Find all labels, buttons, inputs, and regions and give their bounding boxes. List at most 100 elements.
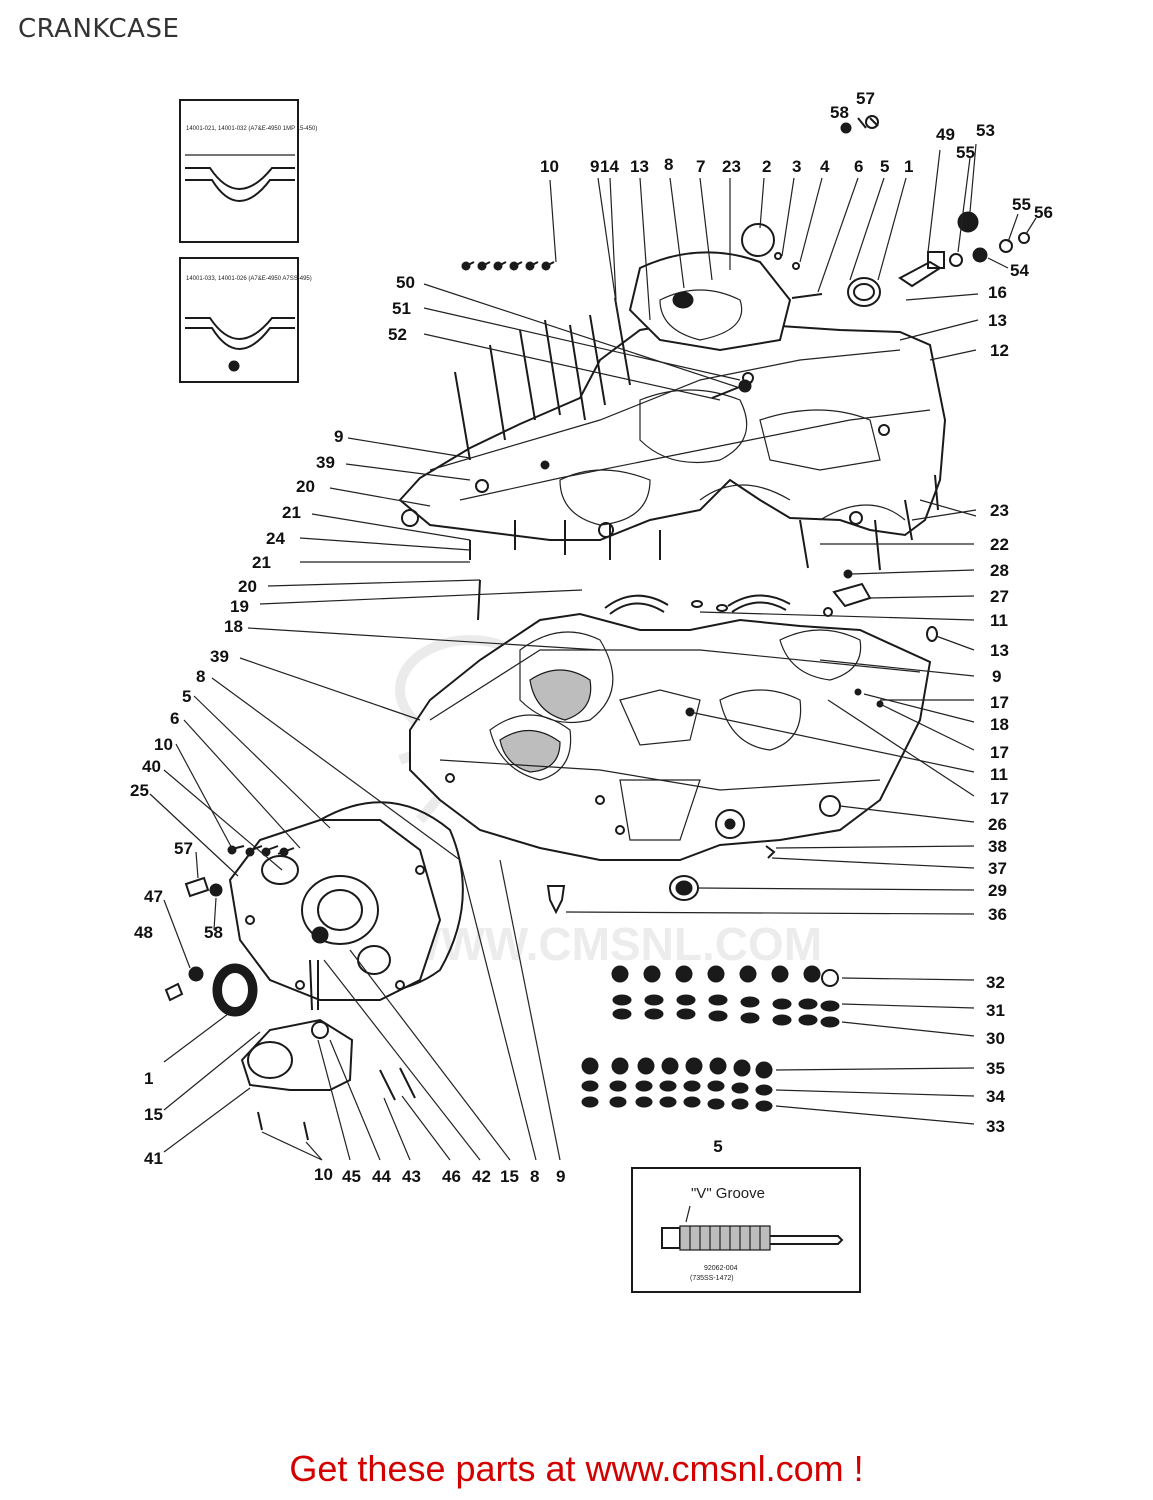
detail-part-number: 92062-004 [704, 1265, 738, 1272]
callout-5: 5 [182, 687, 191, 706]
callout-18: 18 [224, 617, 243, 636]
inset-bearing-b: 14001-033, 14001-026 (A7&E-4950 A7SS-495… [179, 257, 312, 383]
callout-40: 40 [142, 757, 161, 776]
nut-washer-arrays [581, 965, 840, 1112]
callout-10: 10 [314, 1165, 333, 1184]
detail-inset-title: 5 [713, 1137, 722, 1156]
callout-58: 58 [204, 923, 223, 942]
callout-34: 34 [986, 1087, 1005, 1106]
upper-crankcase [398, 251, 947, 621]
callout-52: 52 [388, 325, 407, 344]
callout-23: 23 [722, 157, 741, 176]
callout-11: 11 [990, 765, 1008, 784]
callout-18: 18 [990, 715, 1009, 734]
callout-21: 21 [252, 553, 271, 572]
callout-9: 9 [590, 157, 599, 176]
callout-21: 21 [282, 503, 301, 522]
callout-51: 51 [392, 299, 411, 318]
callout-6: 6 [170, 709, 179, 728]
callout-35: 35 [986, 1059, 1005, 1078]
callout-49: 49 [936, 125, 955, 144]
main-bearing-shells [604, 594, 791, 615]
callout-30: 30 [986, 1029, 1005, 1048]
callout-12: 12 [990, 341, 1009, 360]
v-groove-label: "V" Groove [691, 1185, 765, 1202]
callout-27: 27 [990, 587, 1009, 606]
callout-56: 56 [1034, 203, 1053, 222]
leader-lines [149, 143, 1037, 1161]
callout-39: 39 [316, 453, 335, 472]
callout-55: 55 [956, 143, 975, 162]
callout-3: 3 [792, 157, 801, 176]
callout-5: 5 [880, 157, 889, 176]
callout-53: 53 [976, 121, 995, 140]
callout-46: 46 [442, 1167, 461, 1186]
page-title: CRANKCASE [18, 14, 180, 44]
callout-14: 14 [600, 157, 619, 176]
callout-42: 42 [472, 1167, 491, 1186]
inset-bearing-a: 14001-021, 14001-032 (A7&E-4950 1MP 15-4… [179, 99, 317, 243]
callout-4: 4 [820, 157, 830, 176]
callout-31: 31 [986, 1001, 1005, 1020]
callout-37: 37 [988, 859, 1007, 878]
callout-8: 8 [664, 155, 673, 174]
callout-15: 15 [500, 1167, 519, 1186]
callout-13: 13 [990, 641, 1009, 660]
callout-41: 41 [144, 1149, 163, 1168]
callout-11: 11 [990, 611, 1008, 630]
callout-labels: 58 57 49 53 55 55 56 54 10 9 14 13 8 7 2… [130, 89, 1053, 1186]
callout-57: 57 [174, 839, 193, 858]
callout-10: 10 [154, 735, 173, 754]
callout-29: 29 [988, 881, 1007, 900]
lower-crankcase [409, 612, 932, 861]
callout-38: 38 [988, 837, 1007, 856]
callout-13: 13 [988, 311, 1007, 330]
callout-45: 45 [342, 1167, 361, 1186]
callout-58: 58 [830, 103, 849, 122]
callout-8: 8 [196, 667, 205, 686]
callout-17: 17 [990, 789, 1009, 808]
inset-a-text: 14001-021, 14001-032 (A7&E-4950 1MP 15-4… [186, 126, 317, 132]
callout-9: 9 [992, 667, 1001, 686]
callout-23: 23 [990, 501, 1009, 520]
callout-10: 10 [540, 157, 559, 176]
crankcase-exploded-diagram: WWW.CMSNL.COM 14001-021, 14001-032 (A7&E… [130, 89, 1053, 1293]
detail-part-range: (735SS-1472) [690, 1275, 734, 1282]
callout-36: 36 [988, 905, 1007, 924]
callout-54: 54 [1010, 261, 1029, 280]
callout-57: 57 [856, 89, 875, 108]
oil-pump-parts [461, 115, 1030, 915]
callout-26: 26 [988, 815, 1007, 834]
callout-44: 44 [372, 1167, 391, 1186]
callout-24: 24 [266, 529, 285, 548]
callout-33: 33 [986, 1117, 1005, 1136]
callout-17: 17 [990, 743, 1009, 762]
callout-20: 20 [238, 577, 257, 596]
callout-32: 32 [986, 973, 1005, 992]
footer-link-banner[interactable]: Get these parts at www.cmsnl.com ! [289, 1448, 864, 1489]
callout-9: 9 [556, 1167, 565, 1186]
callout-25: 25 [130, 781, 149, 800]
callout-16: 16 [988, 283, 1007, 302]
callout-9: 9 [334, 427, 343, 446]
callout-17: 17 [990, 693, 1009, 712]
callout-22: 22 [990, 535, 1009, 554]
callout-48: 48 [134, 923, 153, 942]
callout-20: 20 [296, 477, 315, 496]
side-cover-assembly [164, 801, 464, 1141]
callout-28: 28 [990, 561, 1009, 580]
callout-6: 6 [854, 157, 863, 176]
callout-43: 43 [402, 1167, 421, 1186]
callout-8: 8 [530, 1167, 539, 1186]
callout-19: 19 [230, 597, 249, 616]
callout-13: 13 [630, 157, 649, 176]
inset-b-text: 14001-033, 14001-026 (A7&E-4950 A7SS-495… [186, 276, 312, 282]
callout-2: 2 [762, 157, 771, 176]
callout-15: 15 [144, 1105, 163, 1124]
callout-7: 7 [696, 157, 705, 176]
watermark-text: WWW.CMSNL.COM [398, 918, 822, 970]
callout-1: 1 [904, 157, 913, 176]
callout-39: 39 [210, 647, 229, 666]
callout-55: 55 [1012, 195, 1031, 214]
detail-inset-5: 5 "V" Groove 92062-004 (735SS-1472) [631, 1137, 861, 1293]
